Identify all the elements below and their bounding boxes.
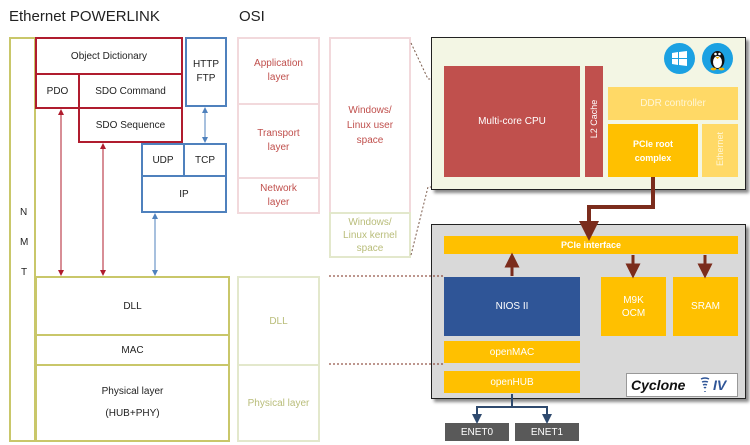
linux-penguin-icon xyxy=(702,43,733,74)
sdo-sequence-box: SDO Sequence xyxy=(78,107,183,143)
pcie-link xyxy=(579,177,655,241)
network-label: Network xyxy=(260,182,297,194)
hub-phy-label: (HUB+PHY) xyxy=(105,408,160,419)
user-space-line-3: space xyxy=(356,135,384,146)
nmt-letter-n: N xyxy=(20,207,28,218)
pcie-interface: PCIe interface xyxy=(444,236,738,254)
cyclone-swirl-icon xyxy=(700,377,710,393)
multi-core-cpu: Multi-core CPU xyxy=(444,66,580,177)
kernel-space-mapping xyxy=(410,186,431,256)
kernel-space-line-3: space xyxy=(356,242,384,254)
physical-layer-box: Physical layer (HUB+PHY) xyxy=(35,364,230,442)
nios-ii: NIOS II xyxy=(444,277,580,336)
openhub: openHUB xyxy=(444,371,580,393)
ddr-controller: DDR controller xyxy=(608,87,738,120)
enet0-port: ENET0 xyxy=(445,423,509,441)
osi-physical-layer: Physical layer xyxy=(237,364,320,442)
transport-label: Transport xyxy=(257,128,300,139)
user-space-line-1: Windows/ xyxy=(348,105,392,116)
windows-logo-icon xyxy=(664,43,695,74)
cyclone-iv-suffix: IV xyxy=(713,377,727,393)
user-space-mapping xyxy=(410,42,431,80)
m9k-label: M9K xyxy=(623,294,644,306)
application-label: Application xyxy=(254,58,303,69)
openhub-ports-link xyxy=(472,394,513,424)
openmac: openMAC xyxy=(444,341,580,363)
http-label: HTTP xyxy=(192,59,220,70)
pcie-root-complex: PCIe root complex xyxy=(608,124,698,177)
ftp-label: FTP xyxy=(196,73,216,84)
pcie-root-line-2: complex xyxy=(634,152,672,163)
l2-cache: L2 Cache xyxy=(585,66,603,177)
physical-layer-label: Physical layer xyxy=(101,386,164,397)
pcie-root-line-1: PCIe root xyxy=(632,138,673,149)
user-space-line-2: Linux user xyxy=(346,120,394,131)
cyclone-brand-text: Cyclone xyxy=(631,377,686,393)
transport-layer-word: layer xyxy=(267,142,290,153)
nmt-letter-m: M xyxy=(20,237,29,248)
kernel-space-line-2: Linux kernel xyxy=(343,229,397,241)
network-layer-word: layer xyxy=(267,196,290,208)
ocm-label: OCM xyxy=(621,307,646,319)
application-layer-word: layer xyxy=(267,72,290,83)
osi-header: OSI xyxy=(239,8,265,25)
ethernet-block: Ethernet xyxy=(702,124,738,177)
cyclone-iv-logo: Cyclone IV xyxy=(626,373,738,397)
nmt-letter-t: T xyxy=(21,267,28,278)
openhub-enet1-link xyxy=(512,406,552,424)
ip-box: IP xyxy=(141,175,227,213)
nmt-bar: N M T xyxy=(9,37,36,442)
kernel-space-line-1: Windows/ xyxy=(348,216,392,228)
sram: SRAM xyxy=(673,277,738,336)
windows-linux-kernel-space: Windows/ Linux kernel space xyxy=(329,212,411,258)
powerlink-header: Ethernet POWERLINK xyxy=(9,8,160,25)
enet1-port: ENET1 xyxy=(515,423,579,441)
osi-network-layer: Network layer xyxy=(237,177,320,214)
m9k-ocm: M9K OCM xyxy=(601,277,666,336)
http-ftp-box: HTTP FTP xyxy=(185,37,227,107)
